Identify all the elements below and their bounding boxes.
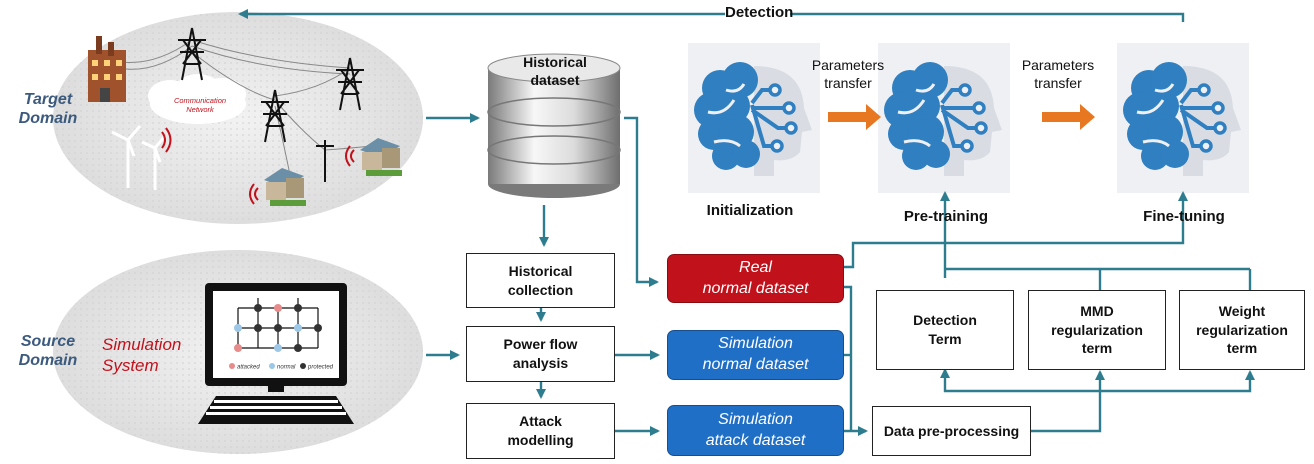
wireless-signal-icon <box>249 183 259 205</box>
factory-icon <box>88 36 126 102</box>
transfer-label-2: Parameters transfer <box>1021 57 1095 91</box>
legend-normal: normal <box>277 365 296 371</box>
target-domain-ellipse <box>53 12 423 224</box>
simulation-system-label: Simulation System <box>102 335 182 376</box>
stage-initialization: Initialization <box>706 202 794 219</box>
wireless-signal-icon <box>161 127 172 153</box>
connectors <box>238 9 1255 436</box>
transmission-tower-icon <box>336 57 364 111</box>
parameters-transfer-arrow <box>828 104 881 130</box>
communication-network-label: Communication Network <box>173 96 227 115</box>
neural-brain-icon <box>688 43 820 193</box>
preprocess-to-mmd-arrow <box>1031 370 1105 433</box>
simulation-normal-dataset: Simulation normal dataset <box>667 330 844 380</box>
power-grid-illustration <box>88 27 402 206</box>
house-icon <box>360 138 402 176</box>
detection-term-box: Detection Term <box>876 290 1014 370</box>
data-preprocessing-box: Data pre-processing <box>872 406 1031 456</box>
house-icon <box>264 168 306 206</box>
weight-regularization-term-box: Weight regularization term <box>1179 290 1305 370</box>
transfer-label-1: Parameters transfer <box>811 57 885 91</box>
neural-brain-icon <box>1117 43 1249 193</box>
simulation-computer-icon: attacked normal protected <box>198 283 354 424</box>
database-icon <box>487 53 621 198</box>
neural-brain-icon <box>878 43 1010 193</box>
real-to-finetuning-arrow <box>844 191 1188 269</box>
power-flow-analysis-box: Power flow analysis <box>466 326 615 382</box>
preprocess-to-detection-arrow <box>940 368 1100 393</box>
utility-pole-icon <box>316 140 334 182</box>
simulation-attack-dataset: Simulation attack dataset <box>667 405 844 456</box>
historical-dataset-label: Historical dataset <box>523 54 587 88</box>
legend-protected: protected <box>307 365 334 371</box>
transmission-tower-icon <box>178 27 206 81</box>
transmission-tower-icon <box>261 89 289 143</box>
legend-attacked: attacked <box>237 365 260 371</box>
wind-turbine-icon <box>111 125 167 190</box>
detection-feedback-line <box>790 12 1185 22</box>
stage-fine-tuning: Fine-tuning <box>1143 208 1225 225</box>
parameters-transfer-arrow <box>1042 104 1095 130</box>
real-merge-line <box>844 285 853 431</box>
mmd-regularization-term-box: MMD regularization term <box>1028 290 1166 370</box>
source-domain-label: Source Domain <box>18 333 78 370</box>
real-normal-dataset: Real normal dataset <box>667 254 844 303</box>
dataset-to-real-arrow <box>624 116 659 287</box>
detection-label: Detection <box>725 4 794 23</box>
wireless-signal-icon <box>345 145 355 167</box>
historical-collection-box: Historical collection <box>466 253 615 308</box>
communication-cloud-icon <box>148 74 246 124</box>
stage-pre-training: Pre-training <box>903 208 989 225</box>
target-domain-label: Target Domain <box>18 91 78 128</box>
attack-modelling-box: Attack modelling <box>466 403 615 459</box>
preprocess-to-weight-arrow <box>1100 370 1255 393</box>
